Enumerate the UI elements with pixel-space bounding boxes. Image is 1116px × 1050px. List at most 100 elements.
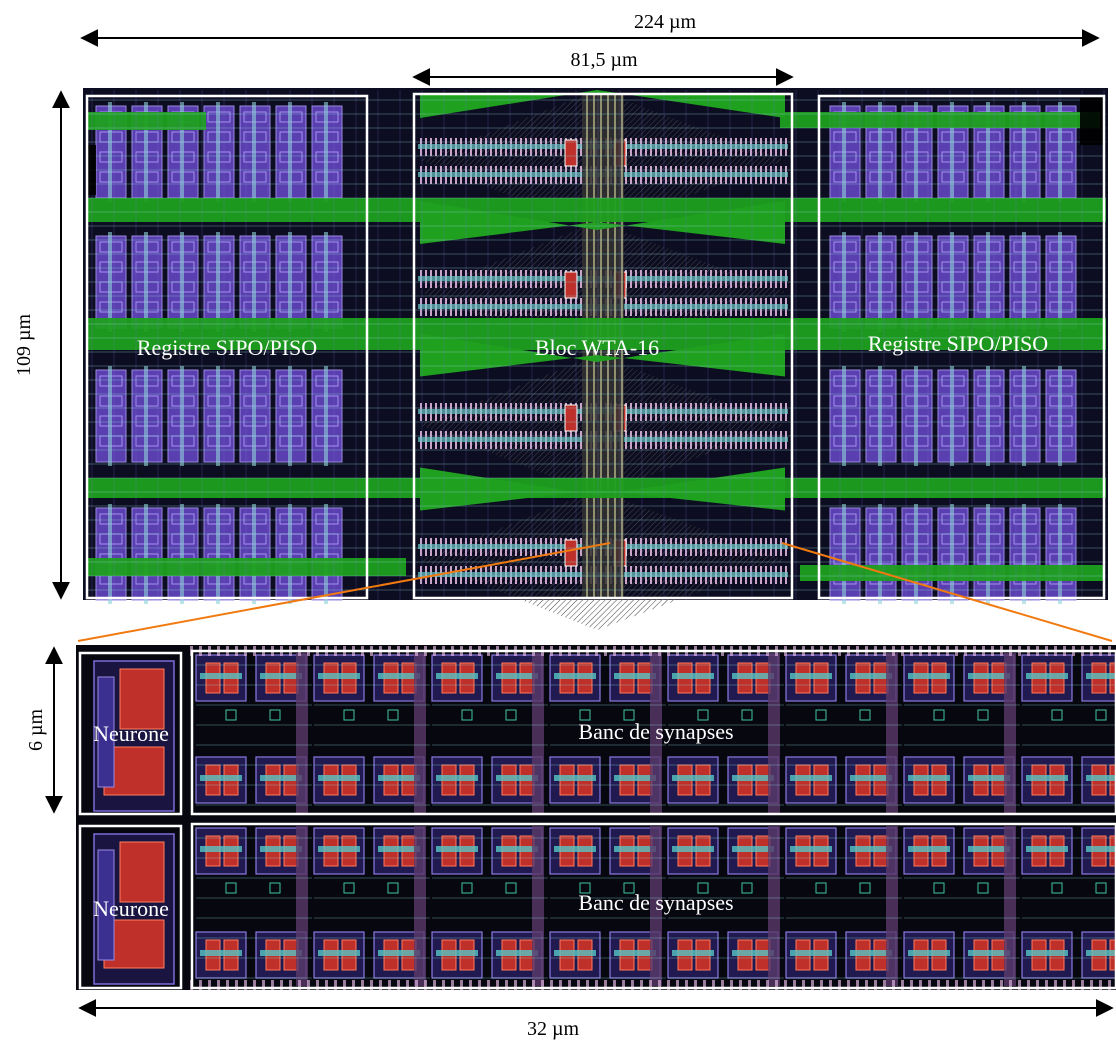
edge-cap (86, 145, 96, 195)
synapse-rail (790, 673, 832, 679)
register-cell-via (1022, 504, 1026, 604)
pad-mark (901, 980, 904, 990)
synapse-column (650, 653, 662, 813)
pad-mark (919, 980, 922, 990)
top-layout (83, 88, 1108, 630)
pad-mark (217, 980, 220, 990)
pad-mark (460, 980, 463, 990)
pad-mark (937, 980, 940, 990)
register-right-cells (829, 102, 1077, 604)
synapse-rail (378, 950, 420, 956)
synapse-via (387, 709, 399, 721)
edge-cap (1080, 95, 1104, 145)
synapse-rail (732, 775, 774, 781)
synapse-rail (1026, 673, 1068, 679)
metal-routing (86, 90, 1106, 581)
register-cell-via (144, 504, 148, 604)
synapse-column (650, 826, 662, 986)
synapse-via (343, 882, 355, 894)
pad-mark (442, 980, 445, 990)
synapse-via (579, 882, 591, 894)
register-cell-via (108, 232, 112, 332)
register-left-cells (95, 102, 343, 604)
synapse-rail (672, 950, 714, 956)
synapse-column (532, 826, 544, 986)
synapse-column (1004, 826, 1016, 986)
wta-width-label: 81,5 µm (570, 49, 638, 71)
zoom-line-left (77, 542, 611, 642)
pad-mark (307, 980, 310, 990)
pad-mark (748, 980, 751, 990)
register-cell-via (108, 102, 112, 202)
pad-mark (262, 980, 265, 990)
register-cell-via (108, 504, 112, 604)
metal-wedge (420, 90, 785, 118)
synapse-rail (908, 846, 950, 852)
pad-mark (523, 980, 526, 990)
synapse-via (1051, 882, 1063, 894)
pad-mark (541, 980, 544, 990)
synapse-column (1004, 653, 1016, 813)
synapse-column (414, 826, 426, 986)
synapse-rail (1086, 950, 1116, 956)
pad-mark (892, 980, 895, 990)
pad-mark (334, 980, 337, 990)
synapse-rail (436, 950, 478, 956)
signal-wires (86, 90, 1106, 600)
synapse-via (933, 709, 945, 721)
neuron-top-label: Neurone (93, 721, 169, 746)
pad-mark (532, 980, 535, 990)
synapse-via (269, 709, 281, 721)
register-cell-via (1022, 366, 1026, 466)
synapse-rail (1086, 775, 1116, 781)
register-cell-via (216, 232, 220, 332)
register-cell-via (878, 102, 882, 202)
neuron-metal (97, 849, 115, 961)
synapse-rail (614, 950, 656, 956)
synapse-column (886, 653, 898, 813)
pad-mark (946, 980, 949, 990)
pad-mark (577, 980, 580, 990)
metal-band (86, 112, 206, 130)
pad-mark (829, 980, 832, 990)
synapse-column (768, 826, 780, 986)
register-cell-via (252, 102, 256, 202)
synapse-rail (260, 846, 302, 852)
register-cell-via (878, 232, 882, 332)
synapse-rail (496, 846, 538, 852)
register-cell-via (252, 232, 256, 332)
pad-mark (649, 980, 652, 990)
pad-mark (784, 980, 787, 990)
neuron-poly (119, 841, 165, 903)
detail-layout (76, 645, 1116, 990)
pad-mark (622, 980, 625, 990)
metal-band (86, 478, 1106, 498)
register-cell-via (878, 504, 882, 604)
synapse-via (343, 709, 355, 721)
pad-mark (928, 980, 931, 990)
register-cell-via (986, 102, 990, 202)
detail-height-label: 6 µm (25, 709, 47, 752)
register-cell-via (950, 504, 954, 604)
register-cell-via (1022, 232, 1026, 332)
register-cell-via (1058, 102, 1062, 202)
pad-mark (433, 980, 436, 990)
pad-mark (910, 980, 913, 990)
pad-mark (1081, 980, 1084, 990)
pad-mark (226, 980, 229, 990)
synapse-rail (200, 673, 242, 679)
neuron-poly (119, 668, 165, 730)
pad-mark (415, 980, 418, 990)
synapse-rail (378, 775, 420, 781)
pad-mark (505, 980, 508, 990)
total-width-label: 224 µm (634, 11, 697, 33)
pad-mark (730, 980, 733, 990)
synapse-rail (968, 846, 1010, 852)
synapse-rail (200, 950, 242, 956)
synapse-via (977, 709, 989, 721)
register-cell-via (324, 232, 328, 332)
metal-band (86, 318, 1106, 350)
synapse-rail (1026, 846, 1068, 852)
synapse-via (697, 709, 709, 721)
